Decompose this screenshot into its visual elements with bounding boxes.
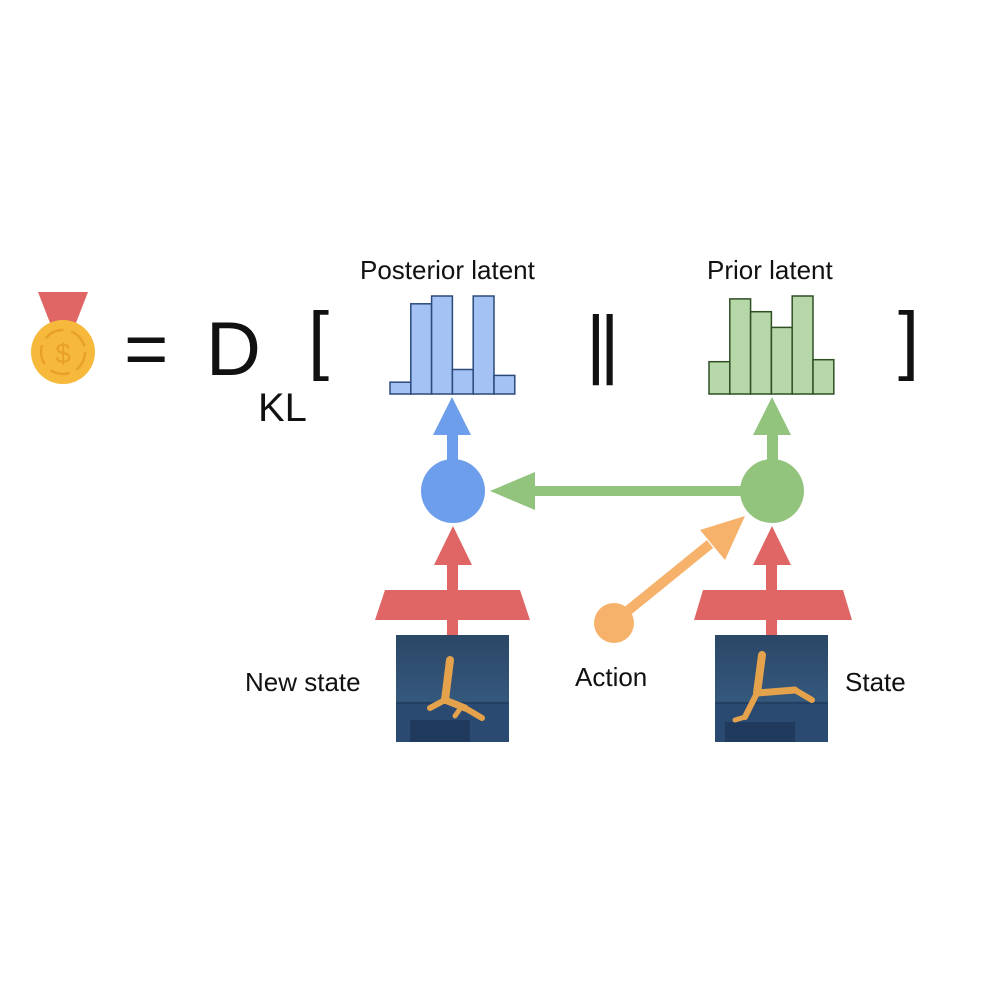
prior-latent-label: Prior latent [707, 255, 833, 285]
prior-to-posterior-arrow [490, 472, 742, 510]
prior-bar [708, 360, 731, 395]
close-bracket: ] [898, 297, 920, 382]
action-label: Action [575, 662, 648, 692]
prior-output-arrow [753, 397, 791, 466]
posterior-encoder [375, 590, 530, 620]
posterior-bar [410, 303, 433, 395]
divergence-separator: || [586, 301, 620, 386]
action-node [594, 603, 634, 643]
prior-histogram [708, 295, 835, 395]
posterior-node [421, 459, 485, 523]
state-label: State [845, 667, 906, 697]
state-image [715, 635, 828, 742]
posterior-bar [389, 381, 412, 395]
posterior-bar [493, 374, 516, 395]
svg-text:$: $ [55, 338, 71, 369]
prior-encoder [694, 590, 852, 620]
posterior-histogram [389, 295, 516, 395]
prior-bar [791, 295, 814, 395]
posterior-bar [472, 295, 495, 395]
prior-encoder-arrow [753, 526, 791, 638]
posterior-bar [430, 295, 454, 395]
kl-divergence-operator: D [206, 307, 261, 392]
prior-bar [770, 326, 793, 395]
prior-bar [729, 298, 752, 395]
prior-node [740, 459, 804, 523]
new-state-image [396, 635, 509, 742]
medal-coin-icon: $ [31, 292, 95, 384]
kl-subscript: KL [258, 386, 307, 430]
posterior-encoder-arrow [434, 526, 472, 638]
equals-sign: = [124, 307, 169, 392]
posterior-output-arrow [433, 397, 471, 466]
posterior-bar [451, 368, 474, 395]
action-arrow [610, 516, 745, 626]
open-bracket: [ [308, 297, 330, 382]
posterior-latent-label: Posterior latent [360, 255, 535, 285]
prior-bar [749, 310, 773, 395]
new-state-label: New state [245, 667, 361, 697]
prior-bar [812, 358, 835, 395]
